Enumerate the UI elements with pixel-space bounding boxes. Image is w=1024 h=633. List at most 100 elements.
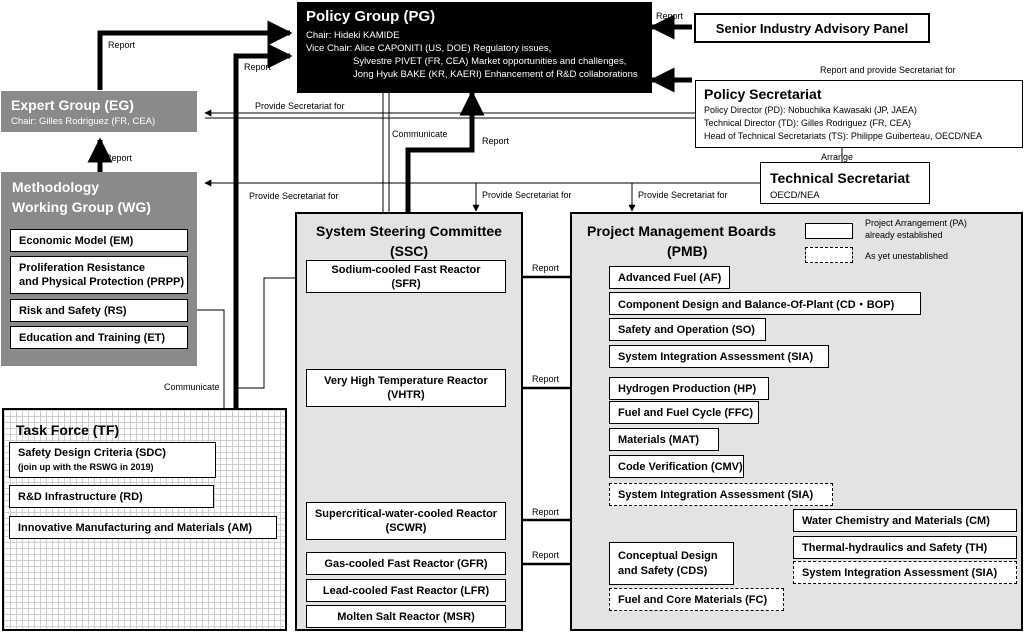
expert-group-box: Expert Group (EG) Chair: Gilles Rodrigue… <box>1 91 197 132</box>
pmb-item-label: Thermal-hydraulics and Safety (TH) <box>802 541 988 554</box>
policy-group-box: Policy Group (PG) Chair: Hideki KAMIDE V… <box>297 2 652 93</box>
pmb-item-label: Conceptual Design <box>618 549 718 562</box>
ssc-gfr-label: Gas-cooled Fast Reactor (GFR) <box>324 557 488 570</box>
label-report-wg-eg: Report <box>105 153 133 163</box>
wg-item-economic-model: Economic Model (EM) <box>10 229 188 252</box>
ssc-vhtr: Very High Temperature Reactor (VHTR) <box>306 369 506 407</box>
tf-sdc-label: Safety Design Criteria (SDC) <box>18 447 166 459</box>
label-report-vhtr: Report <box>532 374 560 384</box>
label-provide-secretariat-eg: Provide Secretariat for <box>255 101 345 111</box>
wg-item-label: and Physical Protection (PRPP) <box>19 276 185 288</box>
pmb-item-label: System Integration Assessment (SIA) <box>618 488 814 501</box>
wg-item-education-training: Education and Training (ET) <box>10 326 188 349</box>
tsec-sub: OECD/NEA <box>770 190 820 201</box>
pmb-sfr-safety-operation: Safety and Operation (SO) <box>609 318 766 341</box>
label-report-eg-pg: Report <box>108 40 136 50</box>
ssc-gfr: Gas-cooled Fast Reactor (GFR) <box>306 552 506 575</box>
policy-group-vice-chair-2: Sylvestre PIVET (FR, CEA) Market opportu… <box>353 56 627 67</box>
pmb-gfr-conceptual-design: Conceptual Design and Safety (CDS) <box>609 542 734 585</box>
pmb-title-line1: Project Management Boards <box>587 223 777 239</box>
ssc-scwr-abbr: (SCWR) <box>385 522 427 534</box>
ssc-scwr: Supercritical-water-cooled Reactor(SCWR) <box>306 502 506 540</box>
label-arrange: Arrange <box>821 152 854 162</box>
tf-sdc-note: (join up with the RSWG in 2019) <box>18 462 154 472</box>
pmb-sfr-component-design: Component Design and Balance-Of-Plant (C… <box>609 292 921 315</box>
label-report-tf-pg: Report <box>244 62 272 72</box>
pmb-item-label: Code Verification (CMV) <box>618 460 743 473</box>
ssc-sfr-abbr: (SFR) <box>391 277 421 290</box>
pmb-scwr-sia: System Integration Assessment (SIA) <box>793 561 1017 584</box>
label-report-sfr: Report <box>532 263 560 273</box>
label-provide-secretariat-wg: Provide Secretariat for <box>249 191 339 201</box>
ssc-msr: Molten Salt Reactor (MSR) <box>306 605 506 628</box>
technical-secretariat-box: Technical Secretariat OECD/NEA <box>760 162 930 204</box>
policy-group-vice-chair-3: Jong Hyuk BAKE (KR, KAERI) Enhancement o… <box>353 69 638 80</box>
pmb-vhtr-sia: System Integration Assessment (SIA) <box>609 483 833 506</box>
pmb-item-label: Advanced Fuel (AF) <box>618 271 722 284</box>
pmb-vhtr-fuel-cycle: Fuel and Fuel Cycle (FFC) <box>609 401 759 424</box>
label-provide-secretariat-pmb: Provide Secretariat for <box>638 190 728 200</box>
ssc-vhtr-abbr: (VHTR) <box>387 389 425 401</box>
senior-industry-advisory-panel: Senior Industry Advisory Panel <box>694 13 930 43</box>
pmb-vhtr-materials: Materials (MAT) <box>609 428 719 451</box>
wg-item-label: Risk and Safety (RS) <box>19 304 127 317</box>
pmb-sfr-sia: System Integration Assessment (SIA) <box>609 345 829 368</box>
pmb-item-label: and Safety (CDS) <box>618 564 708 577</box>
ssc-lfr: Lead-cooled Fast Reactor (LFR) <box>306 579 506 602</box>
tf-rd-infrastructure: R&D Infrastructure (RD) <box>9 485 214 508</box>
label-report-siap-pg: Report <box>656 11 684 21</box>
tf-item-label: Innovative Manufacturing and Materials (… <box>18 521 253 534</box>
wg-item-prpp: Proliferation Resistance and Physical Pr… <box>10 256 188 294</box>
ssc-lfr-label: Lead-cooled Fast Reactor (LFR) <box>322 584 490 597</box>
policy-group-vice-chair: Vice Chair: Alice CAPONITI (US, DOE) Reg… <box>306 43 552 54</box>
label-provide-secretariat-ssc: Provide Secretariat for <box>482 190 572 200</box>
wg-item-risk-safety: Risk and Safety (RS) <box>10 299 188 322</box>
legend-established-label-1: Project Arrangement (PA) <box>865 218 967 228</box>
ps-head-technical-secretariats: Head of Technical Secretariats (TS): Phi… <box>704 131 982 141</box>
pmb-gfr-fuel-core-materials: Fuel and Core Materials (FC) <box>609 588 784 611</box>
ps-title: Policy Secretariat <box>704 86 822 102</box>
policy-secretariat-box: Policy Secretariat Policy Director (PD):… <box>695 80 1023 148</box>
legend-established-swatch <box>805 223 853 239</box>
label-report-and-provide: Report and provide Secretariat for <box>820 65 956 75</box>
ssc-title-line1: System Steering Committee <box>316 223 502 239</box>
ps-technical-director: Technical Director (TD): Gilles Rodrigue… <box>704 118 912 128</box>
pmb-item-label: Hydrogen Production (HP) <box>618 382 757 395</box>
wg-item-label: Proliferation Resistance <box>19 262 145 274</box>
pmb-item-label: System Integration Assessment (SIA) <box>802 566 998 579</box>
legend-unestablished-swatch <box>805 247 853 263</box>
legend-unestablished-label: As yet unestablished <box>865 251 949 261</box>
tf-innovative-manufacturing: Innovative Manufacturing and Materials (… <box>9 516 277 539</box>
wg-title-line2: Working Group (WG) <box>12 199 151 215</box>
legend-established-label-2: already established <box>865 230 943 240</box>
tf-sdc: Safety Design Criteria (SDC) (join up wi… <box>9 442 216 478</box>
policy-group-title: Policy Group (PG) <box>306 8 436 25</box>
ssc-sfr-label: Sodium-cooled Fast Reactor <box>331 263 481 276</box>
label-report-ssc-pg: Report <box>482 136 510 146</box>
label-report-scwr: Report <box>532 507 560 517</box>
tsec-title: Technical Secretariat <box>770 170 910 186</box>
tf-item-label: R&D Infrastructure (RD) <box>18 490 143 503</box>
siap-title: Senior Industry Advisory Panel <box>715 20 909 36</box>
ps-policy-director: Policy Director (PD): Nobuchika Kawasaki… <box>704 105 917 115</box>
ssc-msr-label: Molten Salt Reactor (MSR) <box>337 610 475 623</box>
pmb-item-label: Materials (MAT) <box>618 433 700 446</box>
ssc-vhtr-label: Very High Temperature Reactor <box>324 375 488 387</box>
ssc-title-line2: (SSC) <box>389 243 429 259</box>
label-report-gfr: Report <box>532 550 560 560</box>
wg-title-line1: Methodology <box>12 179 100 195</box>
wg-item-label: Education and Training (ET) <box>19 331 166 344</box>
pmb-sfr-advanced-fuel: Advanced Fuel (AF) <box>609 266 730 289</box>
expert-group-chair: Chair: Gilles Rodriguez (FR, CEA) <box>11 116 156 127</box>
ssc-sfr: Sodium-cooled Fast Reactor(SFR) <box>306 260 506 293</box>
pmb-vhtr-hydrogen-production: Hydrogen Production (HP) <box>609 377 769 400</box>
pmb-item-label: Fuel and Fuel Cycle (FFC) <box>618 406 754 419</box>
wg-item-label: Economic Model (EM) <box>19 234 134 247</box>
pmb-vhtr-code-verification: Code Verification (CMV) <box>609 455 744 478</box>
pmb-scwr-water-chemistry: Water Chemistry and Materials (CM) <box>793 509 1017 532</box>
pmb-title-line2: (PMB) <box>667 243 708 259</box>
pmb-item-label: Fuel and Core Materials (FC) <box>618 593 768 606</box>
pmb-item-label: Safety and Operation (SO) <box>618 323 755 336</box>
label-communicate-tf: Communicate <box>164 382 220 392</box>
label-communicate-ssc-pg: Communicate <box>392 129 448 139</box>
